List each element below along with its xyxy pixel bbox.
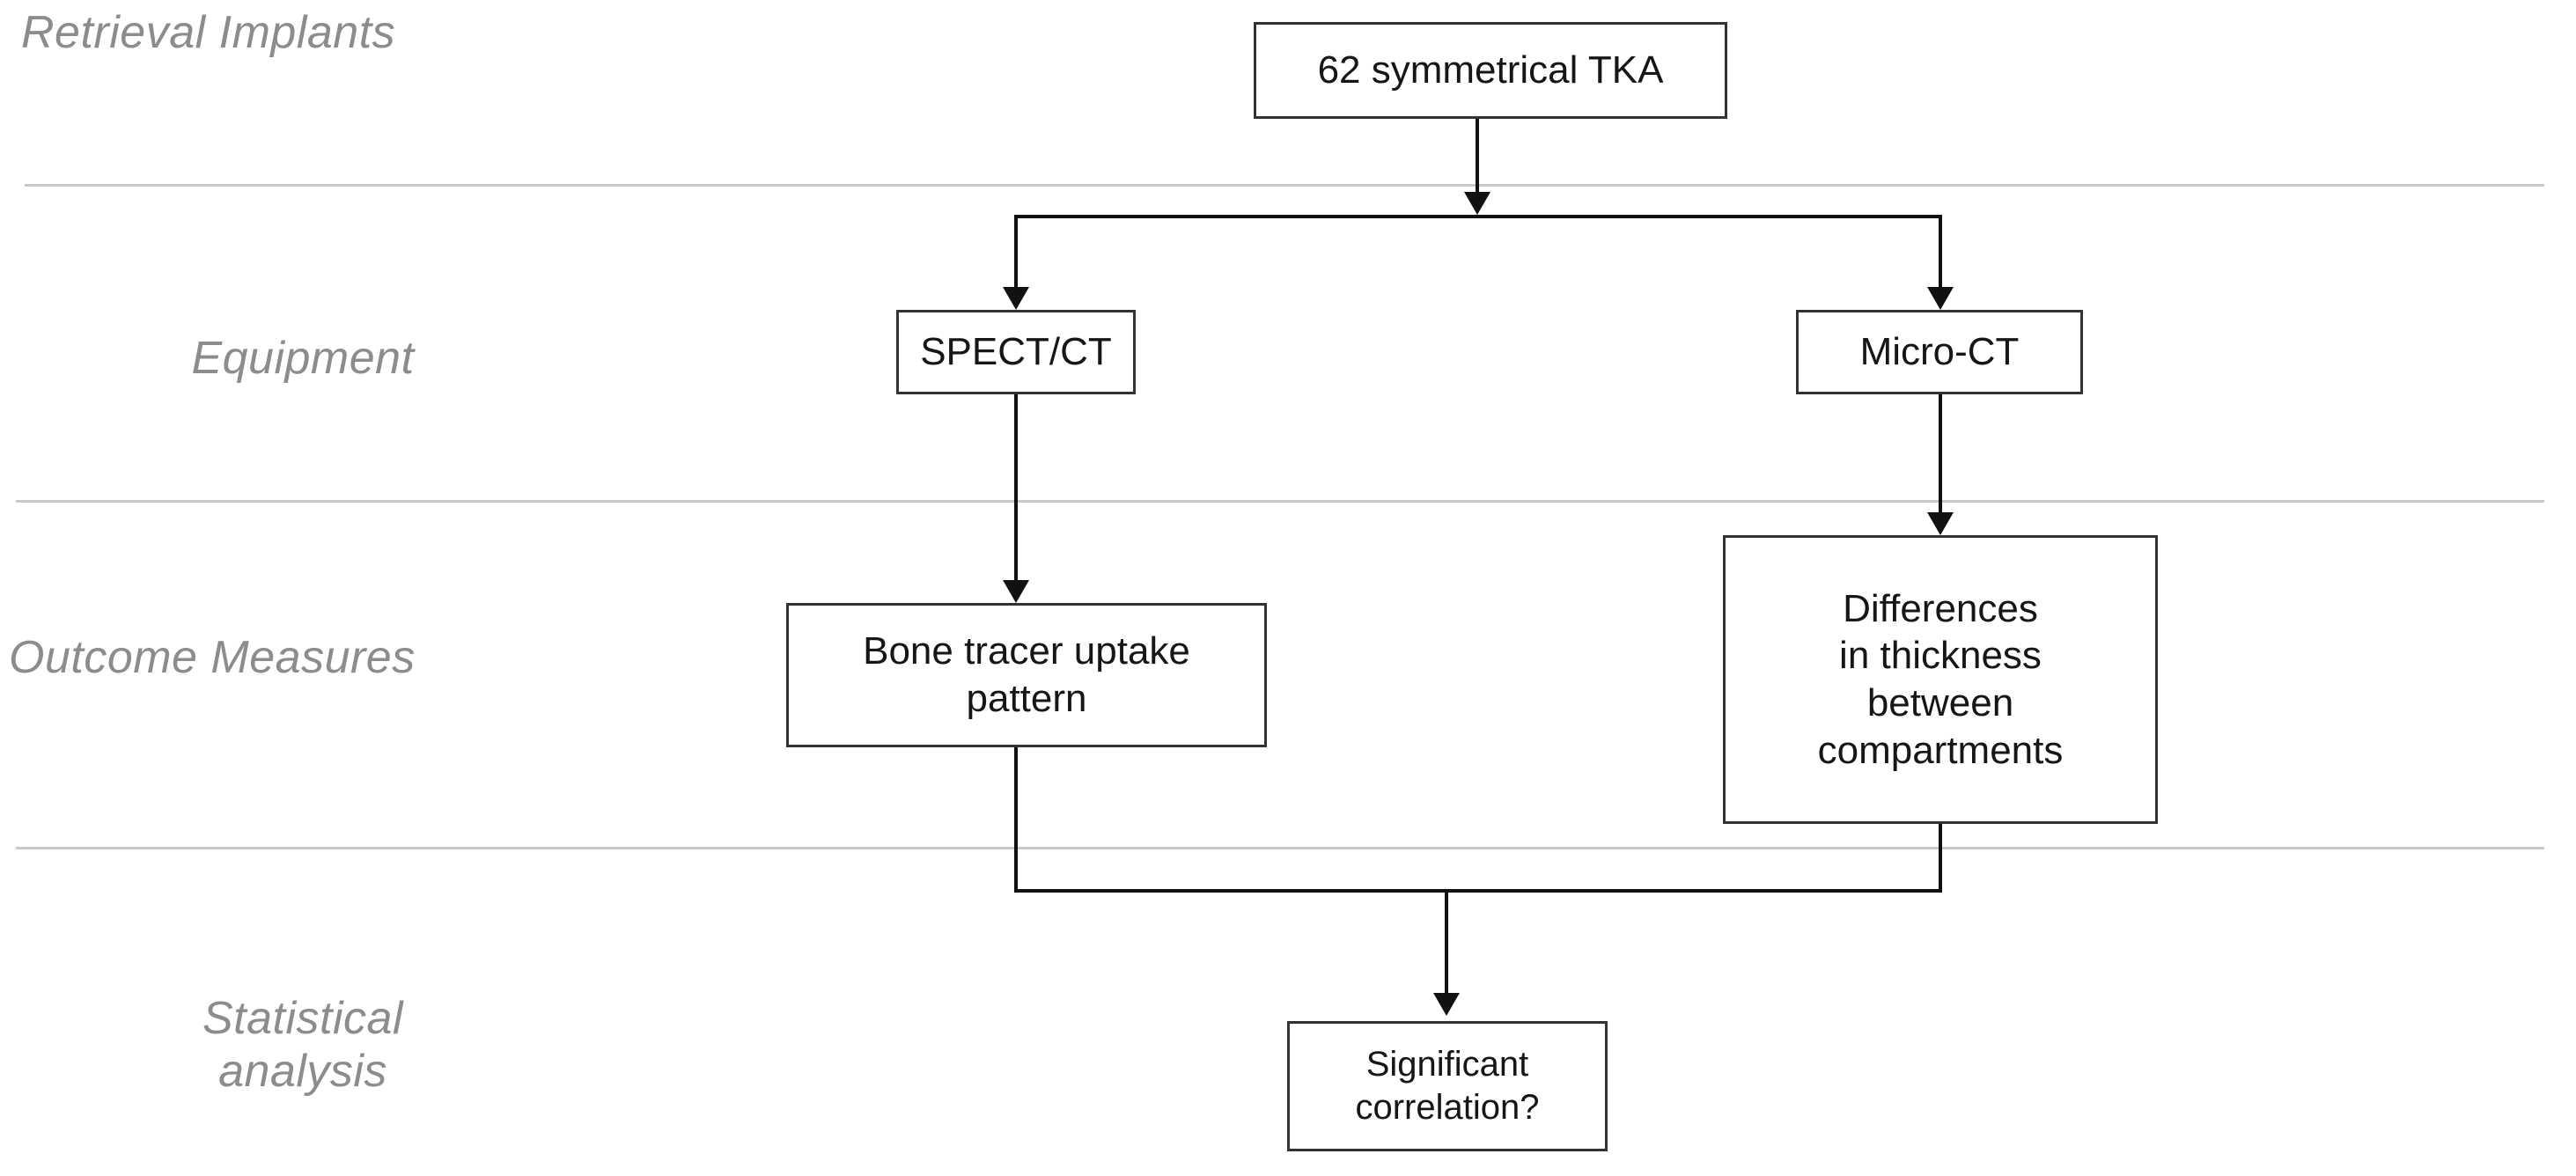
node-thickness[interactable]: Differences in thickness between compart… <box>1723 535 2158 824</box>
edge-merge-bar <box>1014 889 1942 893</box>
arrowhead-spect <box>1003 287 1029 310</box>
stage-label-statistical-analysis: Statistical analysis <box>202 993 404 1097</box>
node-bone-tracer[interactable]: Bone tracer uptake pattern <box>786 603 1267 747</box>
edge-thickness-down <box>1939 823 1942 893</box>
edge-merge-to-correlation <box>1445 889 1448 995</box>
arrowhead-thickness <box>1927 512 1954 535</box>
edge-split-bar <box>1014 215 1942 218</box>
arrowhead-microct <box>1927 287 1954 310</box>
stage-label-outcome-measures: Outcome Measures <box>9 632 416 683</box>
edge-spect-to-bonetracer <box>1014 394 1018 584</box>
stage-label-equipment: Equipment <box>191 333 415 384</box>
edge-bonetracer-down <box>1014 746 1018 893</box>
node-implants[interactable]: 62 symmetrical TKA <box>1254 22 1727 119</box>
divider-row-2 <box>16 500 2544 503</box>
arrowhead-correlation <box>1433 993 1460 1016</box>
divider-row-3 <box>16 847 2544 849</box>
edge-split-to-spect <box>1014 215 1018 290</box>
node-micro-ct[interactable]: Micro-CT <box>1796 310 2083 394</box>
arrowhead-split <box>1464 192 1490 215</box>
edge-split-to-microct <box>1939 215 1942 290</box>
node-spect-ct[interactable]: SPECT/CT <box>896 310 1136 394</box>
arrowhead-bonetracer <box>1003 580 1029 603</box>
divider-row-1 <box>25 184 2544 187</box>
edge-microct-to-thickness <box>1939 394 1942 516</box>
edge-implants-down <box>1476 119 1479 196</box>
node-correlation[interactable]: Significant correlation? <box>1287 1021 1608 1151</box>
stage-label-retrieval-implants: Retrieval Implants <box>21 7 396 58</box>
